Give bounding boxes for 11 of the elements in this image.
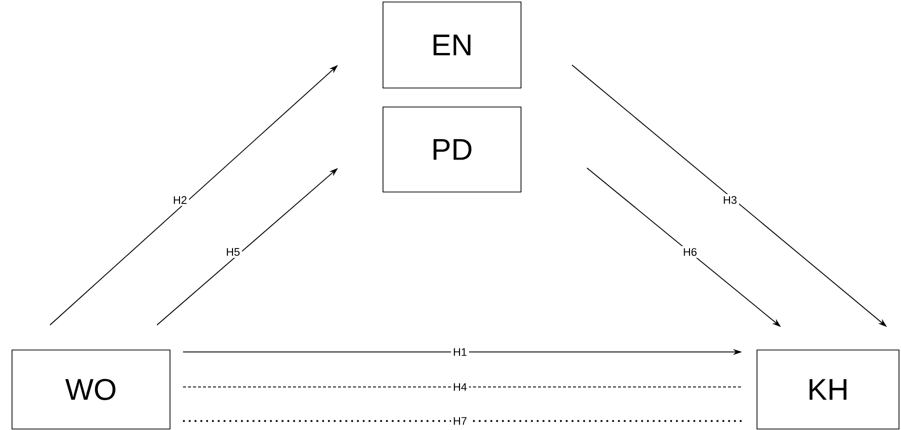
edge-label: H5 bbox=[224, 246, 242, 258]
process-box: KH bbox=[756, 350, 900, 430]
edge-label: H7 bbox=[450, 415, 470, 427]
process-box: WO bbox=[12, 350, 170, 430]
edge-label: H1 bbox=[450, 346, 470, 358]
edge-label: H2 bbox=[170, 194, 190, 206]
process-box: EN bbox=[382, 2, 522, 88]
edge-label: H6 bbox=[680, 246, 700, 258]
edge-label: H4 bbox=[450, 381, 470, 393]
edge-label: H3 bbox=[720, 194, 740, 206]
process-box: PD bbox=[382, 106, 522, 192]
